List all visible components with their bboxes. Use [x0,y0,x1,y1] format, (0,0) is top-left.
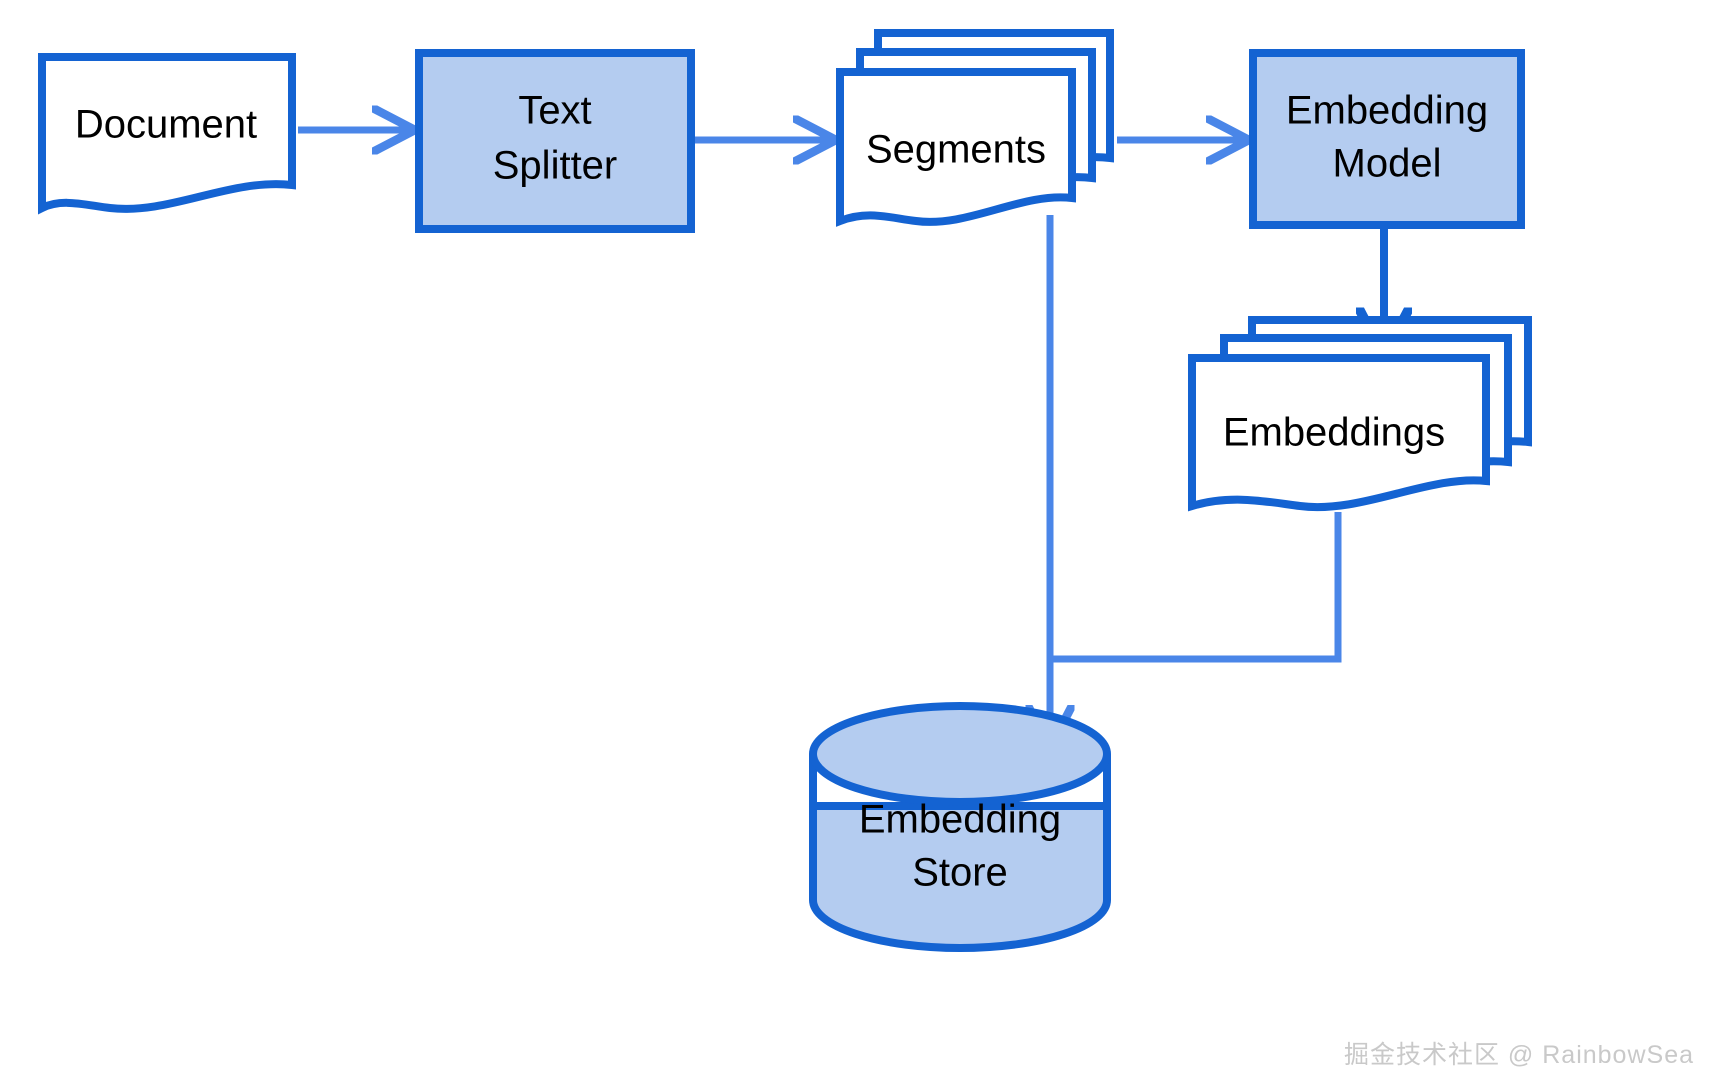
watermark-text: 掘金技术社区 @ RainbowSea [1343,1041,1694,1069]
text-splitter-label-line2: Splitter [493,144,618,188]
embedding-store-top-ellipse [809,702,1111,806]
segments-sheet-front [836,68,1076,227]
document-label: Document [75,103,257,147]
edge-embeddings-to-store-join [1053,512,1342,663]
embeddings-sheet-front [1188,354,1490,512]
embedding-model-shape [1249,49,1525,229]
embedding-model-label-line1: Embedding [1286,89,1488,133]
segments-label: Segments [866,128,1046,172]
embedding-store-label-line1: Embedding [859,798,1061,842]
embedding-store-label-line2: Store [912,851,1008,895]
document-shape [38,53,296,215]
embedding-model-label-line2: Model [1333,142,1442,186]
embeddings-label: Embeddings [1223,411,1445,455]
connectors [298,130,1384,744]
embedding-store-body [809,802,1111,952]
node-text-splitter[interactable]: Text Splitter [415,49,695,233]
node-embedding-model[interactable]: Embedding Model [1249,49,1525,229]
text-splitter-shape [415,49,695,233]
node-document[interactable]: Document [38,53,296,215]
node-embeddings[interactable]: Embeddings [1188,316,1532,512]
node-embedding-store[interactable]: Embedding Store [809,702,1111,952]
node-segments[interactable]: Segments [836,29,1114,227]
text-splitter-label-line1: Text [518,89,591,133]
